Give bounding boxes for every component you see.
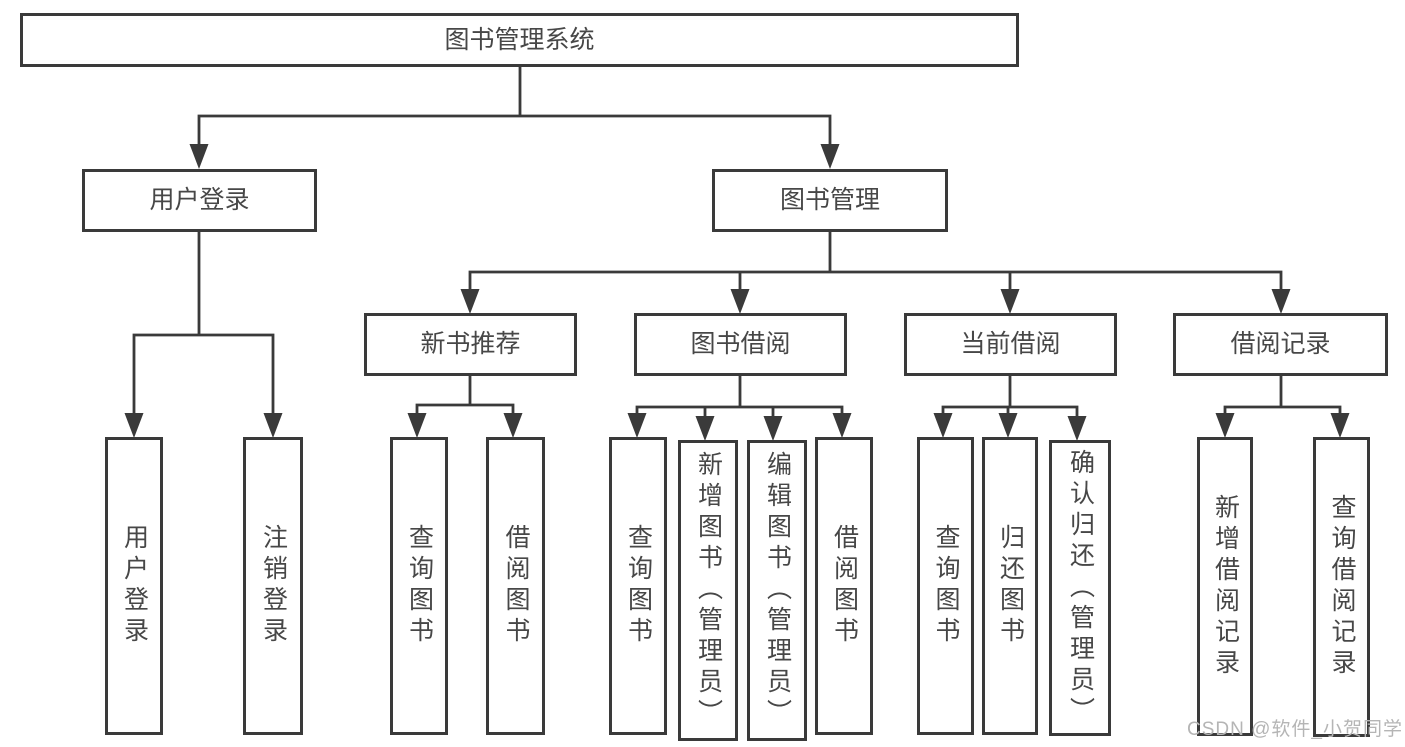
leaf-user-login: 用户登录 [105, 437, 163, 735]
node-label: 图书管理系统 [444, 25, 595, 54]
node-label: 注销登录 [259, 524, 288, 648]
node-book-borrow: 图书借阅 [634, 313, 847, 376]
node-borrow-records: 借阅记录 [1173, 313, 1388, 376]
node-label: 查询图书 [405, 524, 434, 648]
leaf-add-borrow-record: 新增借阅记录 [1197, 437, 1253, 736]
connector-currentborrow-to-leaves [941, 373, 1079, 420]
leaf-query-books-current: 查询图书 [917, 437, 974, 735]
node-current-borrow: 当前借阅 [904, 313, 1117, 376]
watermark-text: CSDN @软件_小贺同学 [1187, 719, 1403, 740]
node-label: 新增图书（管理员） [694, 451, 723, 730]
connector-bookmgmt-to-level3 [468, 229, 1283, 293]
node-root: 图书管理系统 [20, 13, 1019, 67]
node-label: 编辑图书（管理员） [763, 451, 792, 730]
leaf-query-books-borrow: 查询图书 [609, 437, 667, 735]
node-label: 查询借阅记录 [1328, 494, 1356, 680]
leaf-logout: 注销登录 [243, 437, 303, 735]
node-book-management: 图书管理 [712, 169, 948, 232]
leaf-return-books: 归还图书 [982, 437, 1038, 735]
node-label: 新书推荐 [420, 330, 521, 358]
connector-userlogin-to-leaves [132, 229, 275, 417]
node-label: 用户登录 [149, 186, 250, 214]
node-label: 借阅记录 [1230, 330, 1331, 358]
leaf-query-borrow-record: 查询借阅记录 [1313, 437, 1370, 737]
node-label: 图书管理 [779, 186, 880, 214]
connector-records-to-leaves [1223, 373, 1342, 417]
node-label: 借阅图书 [830, 524, 859, 648]
node-label: 当前借阅 [960, 330, 1061, 358]
node-user-login: 用户登录 [82, 169, 317, 232]
connector-root-to-level2 [197, 64, 832, 148]
node-label: 归还图书 [996, 524, 1025, 648]
node-label: 新增借阅记录 [1211, 493, 1240, 680]
leaf-borrow-books-recommend: 借阅图书 [486, 437, 545, 735]
node-label: 借阅图书 [502, 524, 530, 648]
connector-bookborrow-to-leaves [635, 373, 844, 420]
leaf-add-books-admin: 新增图书（管理员） [678, 440, 738, 741]
node-new-book-recommend: 新书推荐 [364, 313, 577, 376]
leaf-borrow-books-borrow: 借阅图书 [815, 437, 873, 735]
node-label: 用户登录 [120, 524, 149, 648]
leaf-confirm-return-admin: 确认归还（管理员） [1049, 440, 1111, 736]
node-label: 确认归还（管理员） [1066, 448, 1095, 728]
leaf-edit-books-admin: 编辑图书（管理员） [747, 440, 807, 741]
node-label: 查询图书 [932, 524, 960, 648]
connector-newbook-to-leaves [415, 373, 515, 417]
node-label: 图书借阅 [690, 330, 791, 358]
leaf-query-books-recommend: 查询图书 [390, 437, 448, 735]
node-label: 查询图书 [624, 524, 653, 648]
